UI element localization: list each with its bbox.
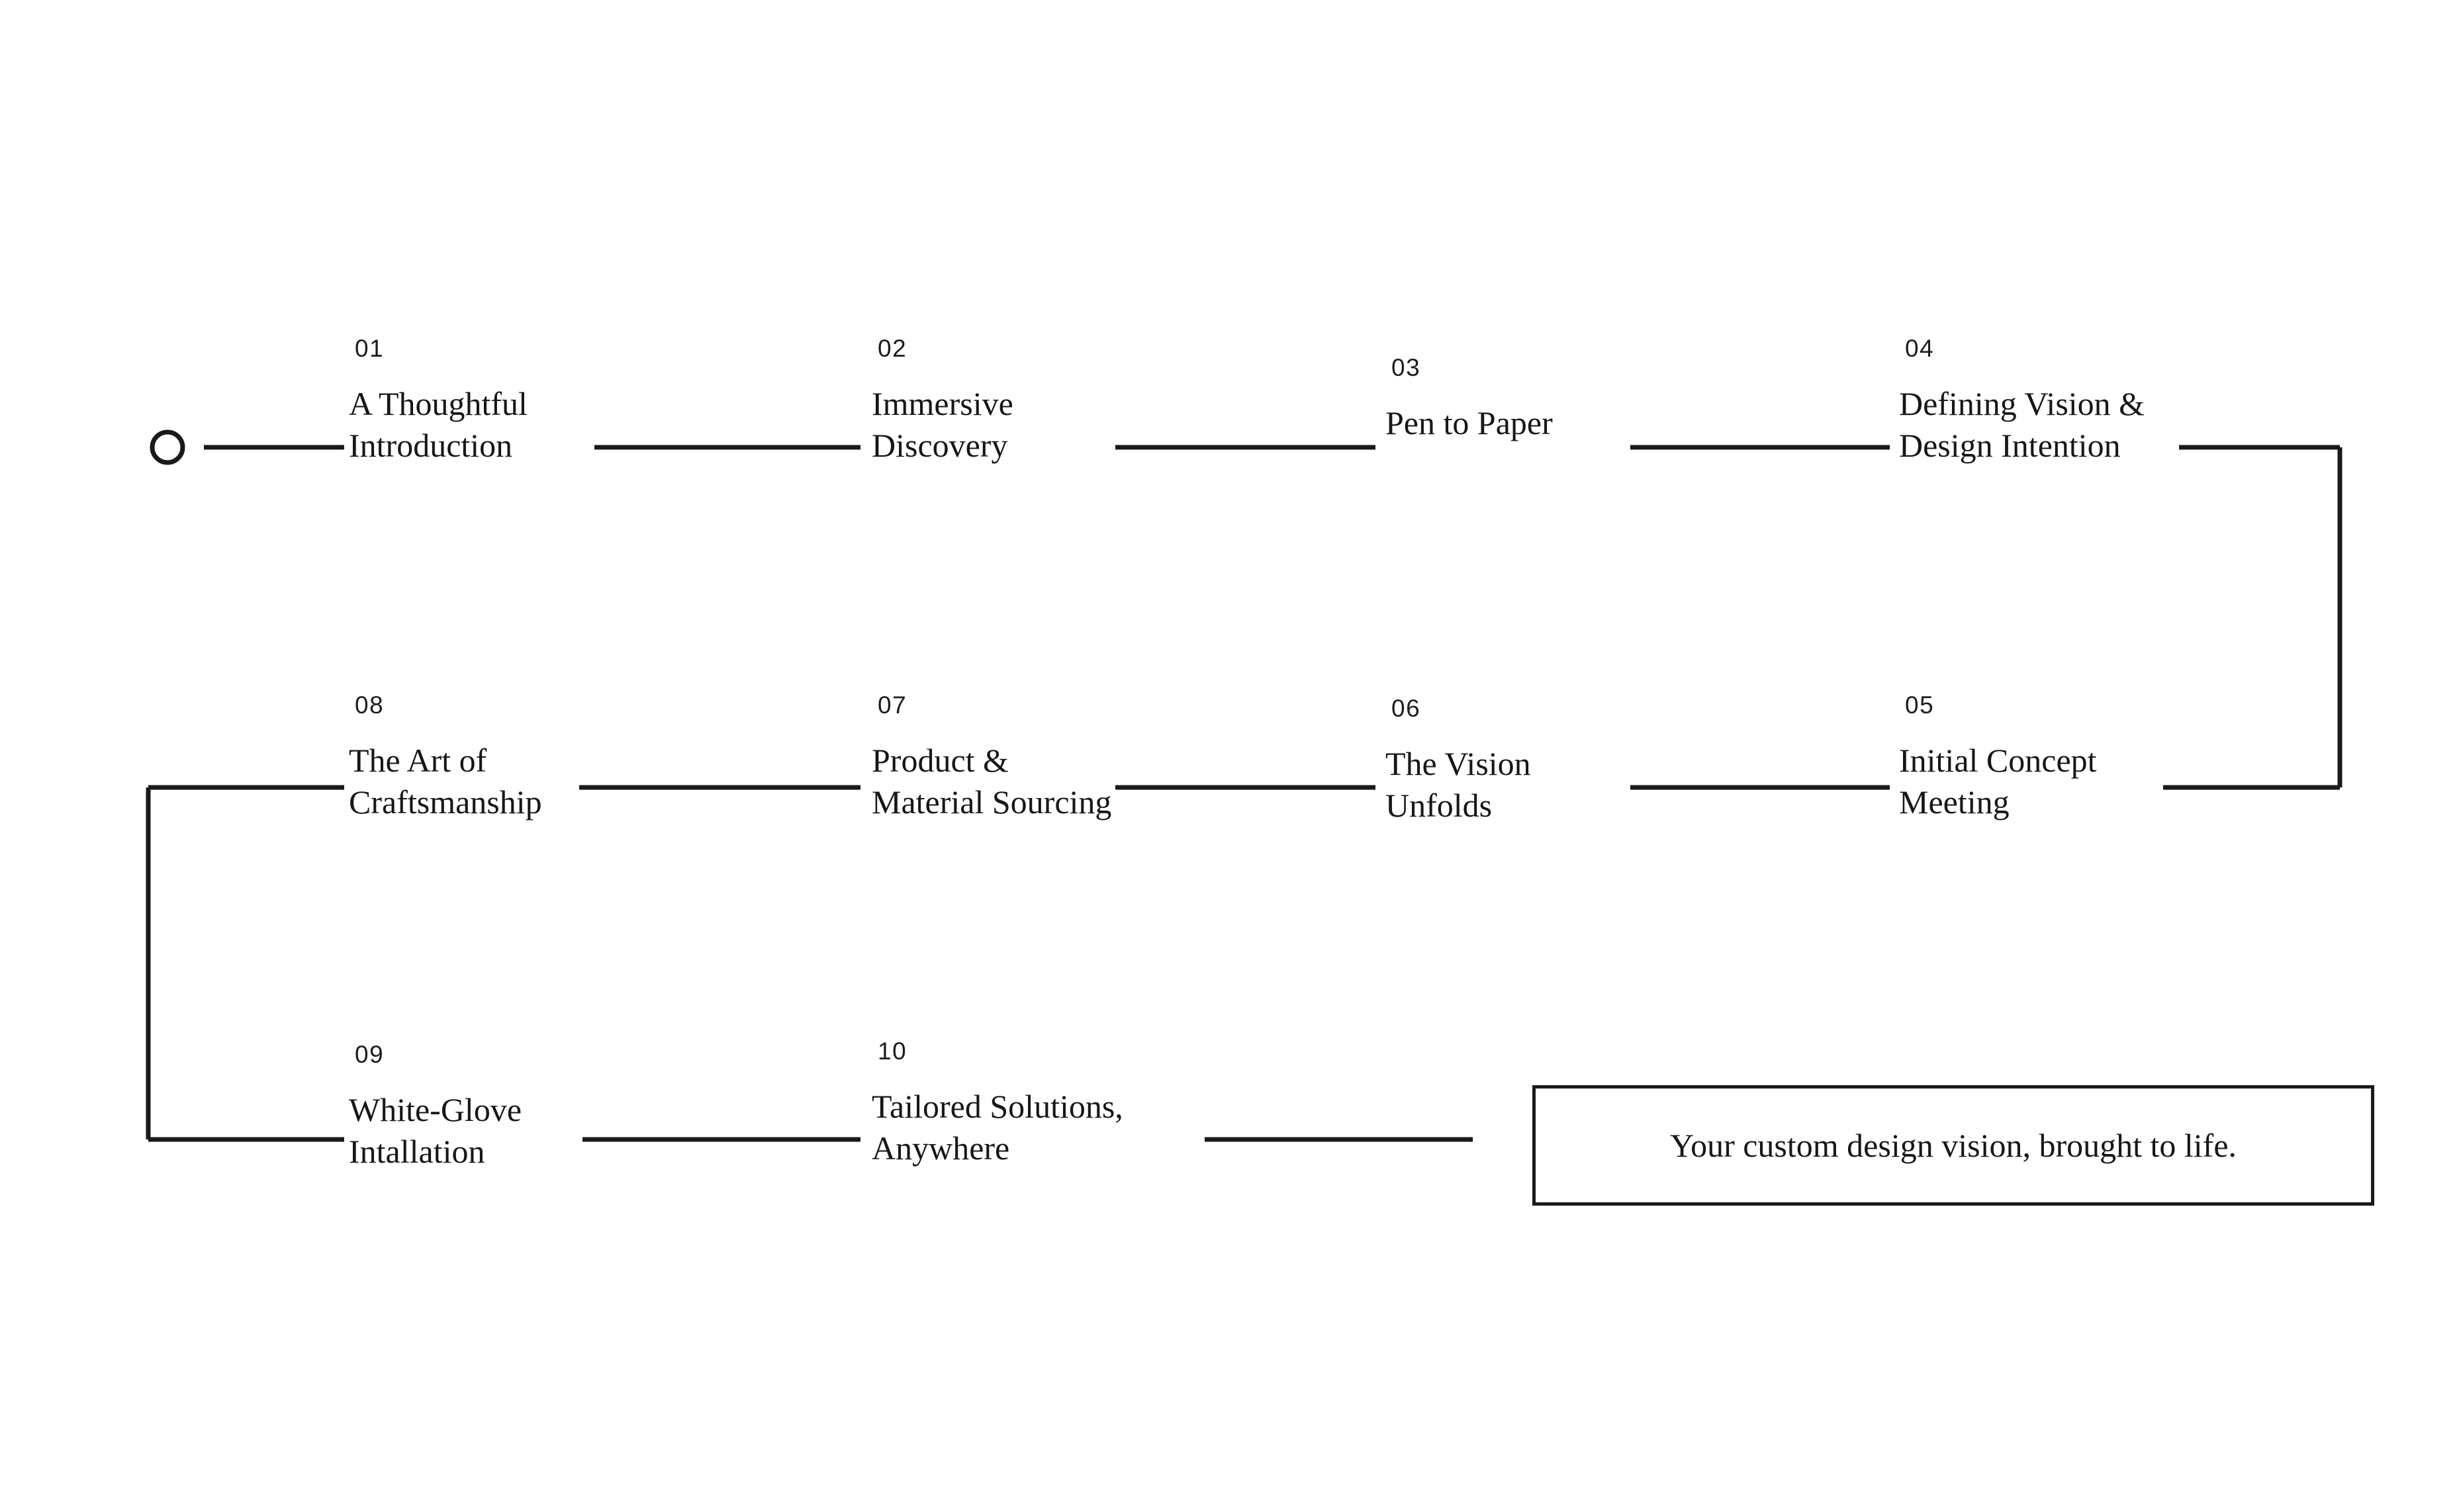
step-title-02: Immersive Discovery [872, 385, 1013, 464]
step-title-01: A Thoughtful Introduction [349, 385, 528, 464]
step-title-06: The Vision Unfolds [1385, 745, 1531, 824]
step-number-03: 03 [1391, 354, 1421, 381]
step-title-08: The Art of Craftsmanship [349, 742, 542, 821]
step-title-05: Initial Concept Meeting [1899, 742, 2097, 821]
step-number-04: 04 [1905, 335, 1935, 362]
step-node-01[interactable]: 01 A Thoughtful Introduction [349, 336, 528, 467]
step-number-02: 02 [878, 335, 907, 362]
step-number-10: 10 [878, 1038, 907, 1065]
step-number-08: 08 [355, 691, 385, 719]
step-number-07: 07 [878, 691, 907, 719]
step-title-09: White-Glove Intallation [349, 1091, 522, 1170]
callout-box: Your custom design vision, brought to li… [1532, 1085, 2374, 1206]
step-title-04: Defining Vision & Design Intention [1899, 385, 2145, 464]
step-number-01: 01 [355, 335, 385, 362]
step-number-06: 06 [1391, 695, 1421, 722]
step-title-10: Tailored Solutions, Anywhere [872, 1088, 1123, 1167]
step-title-03: Pen to Paper [1385, 404, 1553, 441]
step-number-09: 09 [355, 1041, 385, 1068]
start-circle [150, 429, 185, 465]
step-title-07: Product & Material Sourcing [872, 742, 1112, 821]
step-number-05: 05 [1905, 691, 1935, 719]
callout-text: Your custom design vision, brought to li… [1669, 1127, 2237, 1164]
